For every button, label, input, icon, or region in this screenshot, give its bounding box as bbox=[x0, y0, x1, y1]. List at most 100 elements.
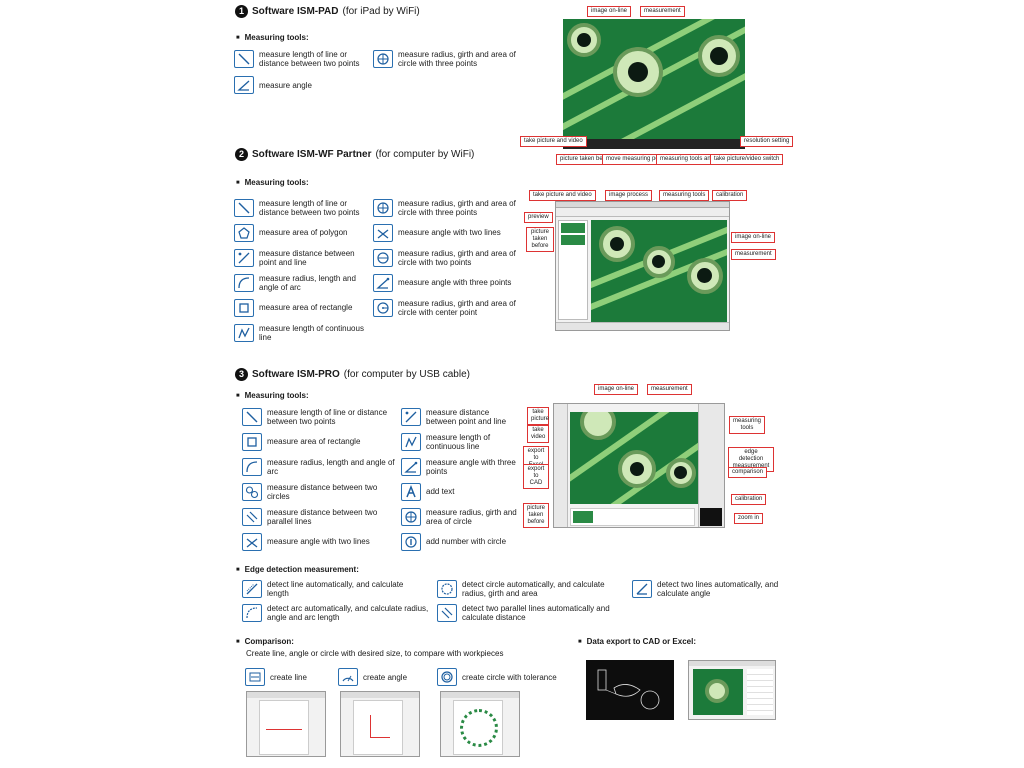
comparison-label: create line bbox=[270, 672, 307, 682]
tool-label: measure radius, girth and area of circle… bbox=[398, 298, 516, 317]
tool-label: measure distance between point and line bbox=[426, 407, 507, 426]
edge-circle-icon bbox=[437, 580, 457, 598]
tool-item: measure radius, length and angle of arc bbox=[242, 454, 402, 479]
callout-image-process: image process bbox=[605, 190, 653, 201]
two-lines-angle-icon bbox=[242, 532, 262, 551]
tool-item: measure angle with three points bbox=[373, 270, 528, 295]
tool-item: measure angle with three points bbox=[401, 454, 521, 479]
circle-three-points-icon bbox=[401, 507, 421, 526]
tool-item: measure length of line or distance betwe… bbox=[234, 50, 374, 68]
tool-label: measure distance between two parallel li… bbox=[267, 507, 378, 526]
tool-item: measure radius, girth and area of circle… bbox=[373, 295, 528, 320]
callout-zoom-in: zoom in bbox=[734, 513, 764, 524]
tool-label: add number with circle bbox=[426, 537, 507, 546]
callout-image-online: image on-line bbox=[731, 232, 776, 243]
three-points-angle-icon bbox=[401, 457, 421, 476]
tool-item: measure distance between two parallel li… bbox=[242, 504, 402, 529]
line-icon bbox=[234, 50, 254, 68]
rectangle-icon bbox=[234, 298, 254, 317]
edge-tool-item: detect two lines automatically, and calc… bbox=[632, 580, 792, 598]
tool-label: measure distance between point and line bbox=[259, 248, 355, 267]
edge-tool-item: detect line automatically, and calculate… bbox=[242, 580, 422, 598]
comparison-angle-screenshot bbox=[340, 691, 420, 757]
section1-subtitle: (for iPad by WiFi) bbox=[342, 6, 420, 17]
circle-three-points-icon bbox=[373, 198, 393, 217]
excel-export-image bbox=[688, 660, 776, 720]
tool-item: measure radius, girth and area of circle… bbox=[373, 50, 528, 68]
create-circle-icon bbox=[437, 668, 457, 686]
section2-tools-right: measure radius, girth and area of circle… bbox=[373, 195, 528, 320]
comparison-item: create line bbox=[245, 668, 307, 686]
section2-subtitle: (for computer by WiFi) bbox=[375, 149, 475, 160]
point-line-icon bbox=[234, 248, 254, 267]
two-circles-icon bbox=[242, 482, 262, 501]
circle-two-points-icon bbox=[373, 248, 393, 267]
callout-measurement: measurement bbox=[647, 384, 692, 395]
callout-take-picture-video: take picture and video bbox=[520, 136, 587, 147]
comparison-item: create circle with tolerance bbox=[437, 668, 557, 686]
tool-item: measure radius, girth and area of circle… bbox=[373, 245, 528, 270]
tool-item: measure radius, girth and area of circle bbox=[401, 504, 521, 529]
edge-heading: Edge detection measurement: bbox=[236, 565, 359, 574]
tool-label: measure length of line or distance betwe… bbox=[259, 50, 360, 68]
tool-item: measure radius, girth and area of circle… bbox=[373, 195, 528, 220]
section2-title: 2 Software ISM-WF Partner (for computer … bbox=[235, 148, 474, 161]
arc-icon bbox=[242, 457, 262, 476]
tool-item: measure angle with two lines bbox=[373, 220, 528, 245]
rectangle-icon bbox=[242, 432, 262, 451]
edge-tool-item: detect arc automatically, and calculate … bbox=[242, 604, 432, 622]
three-points-angle-icon bbox=[373, 273, 393, 292]
tool-item: add number with circle bbox=[401, 529, 521, 554]
callout-image-online: image on-line bbox=[594, 384, 639, 395]
create-line-icon bbox=[245, 668, 265, 686]
callout-take-picture-video-switch: take picture/video switch bbox=[710, 154, 784, 165]
comparison-label: create circle with tolerance bbox=[462, 672, 557, 682]
continuous-line-icon bbox=[234, 323, 254, 342]
callout-measurement: measurement bbox=[731, 249, 776, 260]
section3-tools-heading: Measuring tools: bbox=[236, 391, 309, 400]
tool-label: measure length of line or distance betwe… bbox=[267, 407, 388, 426]
arc-icon bbox=[234, 273, 254, 292]
tool-label: detect line automatically, and calculate… bbox=[267, 580, 404, 598]
tool-item: measure length of line or distance betwe… bbox=[234, 195, 374, 220]
section1-title: 1 Software ISM-PAD (for iPad by WiFi) bbox=[235, 5, 420, 18]
tool-label: measure length of line or distance betwe… bbox=[259, 198, 360, 217]
edge-parallel-icon bbox=[437, 604, 457, 622]
callout-calibration: calibration bbox=[712, 190, 748, 201]
tool-label: measure area of polygon bbox=[259, 228, 348, 237]
ipad-pcb-image bbox=[563, 19, 745, 139]
callout-measuring-tools: measuring tools bbox=[729, 416, 765, 434]
edge-tool-item: detect circle automatically, and calcula… bbox=[437, 580, 617, 598]
circle-center-icon bbox=[373, 298, 393, 317]
tool-item: measure length of continuous line bbox=[401, 429, 521, 454]
polygon-icon bbox=[234, 223, 254, 242]
section2-title-text: Software ISM-WF Partner bbox=[252, 149, 372, 160]
angle-icon bbox=[234, 76, 254, 94]
tool-item: measure area of polygon bbox=[234, 220, 374, 245]
callout-comparison: comparison bbox=[728, 467, 768, 478]
section2-tools-heading: Measuring tools: bbox=[236, 178, 309, 187]
comparison-item: create angle bbox=[338, 668, 407, 686]
tool-label: measure radius, girth and area of circle… bbox=[398, 50, 516, 68]
line-icon bbox=[242, 407, 262, 426]
create-angle-icon bbox=[338, 668, 358, 686]
tool-item: measure distance between point and line bbox=[234, 245, 374, 270]
export-heading: Data export to CAD or Excel: bbox=[578, 637, 696, 646]
tool-item: measure length of continuous line bbox=[234, 320, 374, 345]
wf-partner-window bbox=[555, 201, 730, 331]
ipad-toolbar bbox=[563, 139, 745, 149]
tool-label: detect two lines automatically, and calc… bbox=[657, 580, 779, 598]
callout-resolution-setting: resolution setting bbox=[740, 136, 794, 147]
callout-picture-taken-before: picture taken before bbox=[523, 503, 549, 528]
comparison-circle-screenshot bbox=[440, 691, 520, 757]
tool-label: measure angle with two lines bbox=[267, 537, 370, 546]
callout-take-video: take video bbox=[527, 425, 549, 443]
callout-export-to-cad: export to CAD bbox=[523, 464, 549, 489]
tool-label: measure area of rectangle bbox=[267, 437, 361, 446]
section2-tools-left: measure length of line or distance betwe… bbox=[234, 195, 374, 345]
two-lines-angle-icon bbox=[373, 223, 393, 242]
edge-tool-item: detect two parallel lines automatically … bbox=[437, 604, 627, 622]
tool-label: measure area of rectangle bbox=[259, 303, 353, 312]
parallel-lines-icon bbox=[242, 507, 262, 526]
section3-tools-right: measure distance between point and line … bbox=[401, 404, 521, 554]
